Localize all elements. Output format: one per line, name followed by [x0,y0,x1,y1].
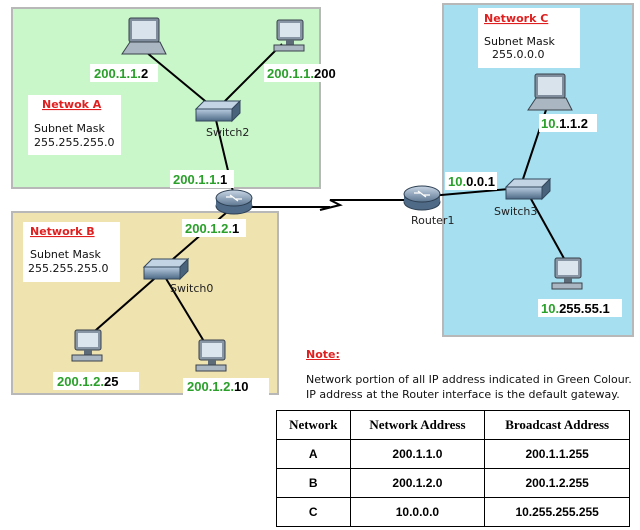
network-c-mask-label: Subnet Mask [484,35,555,48]
switch3-label: Switch3 [494,205,537,218]
table-row: B 200.1.2.0 200.1.2.255 [276,468,630,498]
ip-net-part: 200.1.1. [267,66,314,81]
desktop-pc-icon[interactable] [551,257,583,290]
router-icon[interactable] [215,189,253,215]
ip-net-part: 10. [448,174,466,189]
network-a-mask-label: Subnet Mask [34,122,105,135]
network-c-label-box [478,8,580,68]
ip-host-part: 2 [141,66,148,81]
ip-net-part: 10. [541,301,559,316]
note-block: Note: Network portion of all IP address … [306,348,636,402]
ip-box-b-pc1 [53,372,139,390]
laptop-icon[interactable] [121,17,167,55]
network-b-mask-value: 255.255.255.0 [28,262,108,275]
network-c-title: Network C [484,12,548,25]
ip-box-a-pc2 [264,64,348,82]
network-a-mask-value: 255.255.255.0 [34,136,114,149]
ip-box-c-pc1 [539,114,597,132]
network-c-mask-value: 255.0.0.0 [492,48,544,61]
network-a-title: Netwok A [42,98,102,111]
table-cell: 200.1.1.0 [349,439,486,469]
ip-host-part: 200 [314,66,336,81]
table-header-network-address: Network Address [349,410,486,440]
table-cell: C [276,497,351,527]
ip-label-pc-b1: 200.1.2.25 [57,374,118,389]
ip-net-part: 200.1.2. [185,221,232,236]
ip-host-part: 1 [232,221,239,236]
table-cell: B [276,468,351,498]
table-cell: 10.0.0.0 [349,497,486,527]
ip-host-part: 0.0.1 [466,174,495,189]
switch0-label: Switch0 [170,282,213,295]
ip-label-gateway-c: 10.0.0.1 [448,174,495,189]
ip-box-a-gw [170,170,234,188]
table-cell: 200.1.2.0 [349,468,486,498]
router1-label: Router1 [411,214,454,227]
ip-label-pc-a1: 200.1.1.2 [94,66,148,81]
link-switch0-pc-b1 [87,271,163,338]
ip-net-part: 200.1.2. [187,379,234,394]
laptop-icon[interactable] [527,73,573,111]
ip-host-part: 1 [220,172,227,187]
ip-net-part: 200.1.2. [57,374,104,389]
switch2-label: Switch2 [206,126,249,139]
switch-icon[interactable] [142,257,190,281]
ip-label-pc-a2: 200.1.1.200 [267,66,336,81]
ip-box-a-pc1 [90,64,158,82]
table-cell: A [276,439,351,469]
table-row: C 10.0.0.0 10.255.255.255 [276,497,630,527]
ip-label-pc-b2: 200.1.2.10 [187,379,248,394]
network-b-title: Network B [30,225,95,238]
table-header-network: Network [276,410,351,440]
table-header-broadcast-address: Broadcast Address [484,410,630,440]
ip-host-part: 10 [234,379,248,394]
ip-label-pc-c2: 10.255.55.1 [541,301,610,316]
note-title: Note: [306,348,340,361]
ip-net-part: 200.1.1. [94,66,141,81]
ip-box-c-gw [445,172,497,190]
ip-host-part: 25 [104,374,118,389]
desktop-pc-icon[interactable] [195,339,227,372]
link-switch3-pc-c2 [525,189,567,263]
ip-net-part: 200.1.1. [173,172,220,187]
desktop-pc-icon[interactable] [273,19,305,52]
desktop-pc-icon[interactable] [71,329,103,362]
ip-host-part: 255.55.1 [559,301,610,316]
link-pc-a1-switch2 [145,51,217,111]
table-header-row: Network Network Address Broadcast Addres… [276,410,630,440]
link-router-router1-serial [250,199,416,211]
ip-label-gateway-a: 200.1.1.1 [173,172,227,187]
ip-box-b-pc2 [183,378,269,396]
ip-box-c-pc2 [538,299,622,317]
table-cell: 200.1.1.255 [484,439,630,469]
note-line-2: IP address at the Router interface is th… [306,388,620,401]
link-router1-switch3 [429,187,521,197]
table-row: A 200.1.1.0 200.1.1.255 [276,439,630,469]
network-a-label-box [28,95,121,155]
switch-icon[interactable] [504,177,552,201]
ip-box-b-gw [182,219,246,237]
address-table: Network Network Address Broadcast Addres… [276,410,630,527]
table-cell: 200.1.2.255 [484,468,630,498]
table-cell: 10.255.255.255 [484,497,630,527]
switch-icon[interactable] [194,99,242,123]
ip-label-pc-c1: 10.1.1.2 [541,116,588,131]
link-switch0-pc-b2 [161,271,209,349]
note-line-1: Network portion of all IP address indica… [306,373,632,386]
router-icon[interactable] [403,185,441,211]
network-b-label-box [23,222,120,282]
ip-host-part: 1.1.2 [559,116,588,131]
ip-label-gateway-b: 200.1.2.1 [185,221,239,236]
ip-net-part: 10. [541,116,559,131]
network-b-mask-label: Subnet Mask [30,248,101,261]
link-pc-a2-switch2 [215,43,283,111]
